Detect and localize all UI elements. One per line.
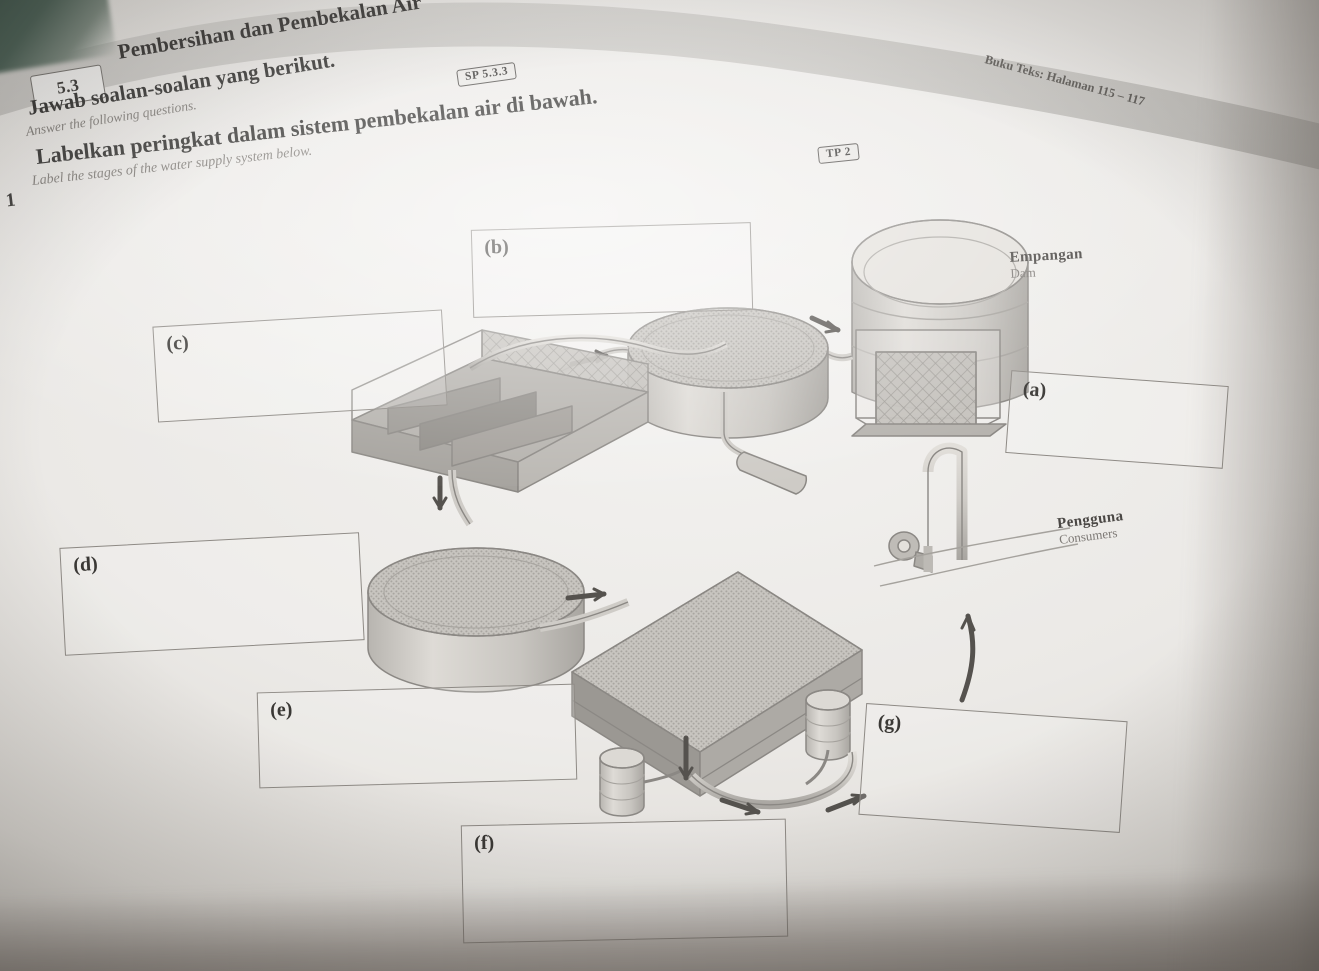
bed-outlet-loop (688, 751, 858, 810)
flow-arrow-3 (432, 475, 448, 511)
dosing-lines (643, 749, 830, 786)
label-consumer: Pengguna Consumers (1056, 508, 1126, 548)
consumer-tap (888, 442, 968, 573)
pipe-tank-to-bed (539, 598, 630, 632)
answer-box-c-label: (c) (165, 331, 190, 355)
answer-box-d-label: (d) (72, 552, 99, 577)
flow-arrow-1 (809, 315, 841, 334)
flow-arrow-5 (678, 735, 694, 781)
answer-box-b[interactable]: (b) (470, 222, 754, 318)
answer-box-e-label: (e) (269, 698, 293, 722)
tank-outlet-nozzle (720, 392, 808, 495)
answer-box-g[interactable]: (g) (858, 702, 1128, 834)
ground-lines (873, 527, 1079, 587)
page-bottom-edge-shadow (0, 866, 1319, 971)
pipe-basin-to-filtertank (448, 469, 474, 527)
answer-box-e[interactable]: (e) (256, 683, 578, 789)
chemical-drum-left (599, 747, 645, 817)
dam-intake-screen (851, 329, 1007, 437)
riser-pipe (959, 613, 976, 703)
label-dam-english: Dam (1010, 264, 1037, 281)
label-dam: Empangan Dam (1009, 246, 1084, 282)
answer-box-f-label: (f) (473, 831, 495, 855)
answer-box-b-label: (b) (484, 235, 510, 259)
pipe-dam-to-tank (810, 341, 854, 362)
dam-reservoir (851, 219, 1029, 411)
answer-box-d[interactable]: (d) (59, 532, 365, 656)
filter-bed (571, 571, 863, 797)
basin-inlet-pipe (468, 334, 728, 371)
sedimentation-tank (627, 307, 829, 439)
flow-arrow-2 (569, 349, 609, 367)
filtration-tank (367, 547, 585, 693)
answer-box-c[interactable]: (c) (152, 309, 448, 423)
answer-box-a-label: (a) (1022, 378, 1048, 402)
pipe-left-to-sed (558, 346, 629, 375)
answer-box-g-label: (g) (877, 710, 902, 735)
chemical-drum-right (805, 689, 851, 761)
flow-arrow-6 (719, 797, 761, 816)
flow-arrow-4 (565, 587, 607, 602)
